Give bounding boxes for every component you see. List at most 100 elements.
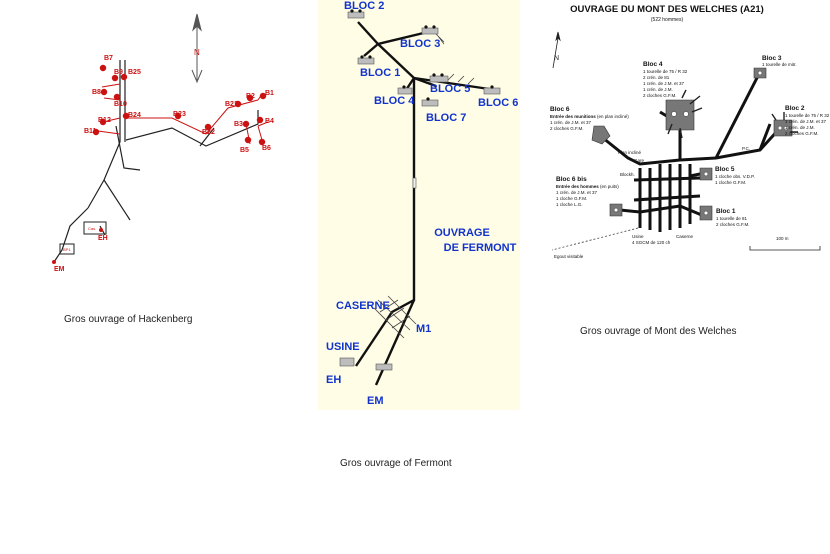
welches-bloc-4-line: 1 crén. de J.M. <box>643 87 673 92</box>
hackenberg-block-label: B6 <box>262 145 271 152</box>
welches-bloc-6-line: 2 cloches G.F.M. <box>550 126 584 131</box>
hackenberg-eh-marker <box>99 228 103 232</box>
fermont-bloc-5-label: BLOC 5 <box>430 83 470 95</box>
welches-caption: Gros ouvrage of Mont des Welches <box>580 326 737 337</box>
hackenberg-block-label: B11 <box>84 128 97 135</box>
fermont-bloc-7-label: BLOC 7 <box>426 112 466 124</box>
fermont-bloc-2-label: BLOC 2 <box>344 0 384 12</box>
hackenberg-block-label: B7 <box>104 55 113 62</box>
hackenberg-block-label: B24 <box>128 112 141 119</box>
hackenberg-caserne <box>83 221 107 235</box>
fermont-background <box>318 0 520 410</box>
hackenberg-em-marker <box>52 260 56 264</box>
welches-bloc-6-entry-rest: (en plan incliné) <box>596 114 630 119</box>
welches-cupolas <box>613 70 789 216</box>
welches-north-arrow-icon <box>552 31 561 69</box>
fermont-em-label: EM <box>367 395 384 407</box>
hackenberg-block-label: B21 <box>225 101 238 108</box>
hackenberg-block-label: B25 <box>128 69 141 76</box>
welches-crenels <box>667 89 798 139</box>
welches-caserne-label: Caserne <box>676 234 694 239</box>
welches-subtitle: (522 hommes) <box>651 17 684 23</box>
fermont-bloc-1-label: BLOC 1 <box>360 67 400 79</box>
welches-bloc-6bis-line: 1 cloche L.G. <box>556 202 583 207</box>
hackenberg-galleries <box>53 60 259 263</box>
welches-bloc-5-line: 1 cloche G.F.M. <box>715 180 746 185</box>
welches-gare-label: Gare <box>634 158 645 163</box>
north-arrow-icon <box>191 13 203 84</box>
welches-title: OUVRAGE DU MONT DES WELCHES (A21) <box>570 4 764 15</box>
welches-bloc-6bis-line: 1 cloche G.F.M. <box>556 196 587 201</box>
welches-pc-label: P.C. <box>742 146 750 151</box>
hackenberg-block-label: B2 <box>246 93 255 100</box>
welches-diagram: OUVRAGE DU MONT DES WELCHES (A21) (522 h… <box>550 4 830 259</box>
welches-scale-bar <box>749 246 821 251</box>
welches-blockh-label: Blockh. <box>620 172 635 177</box>
fermont-eh-label: EH <box>326 374 341 386</box>
welches-bloc-6bis-line: 1 crén. de J.M. et 37 <box>556 190 598 195</box>
welches-bloc-6-entry-bold: Entrée des munitions <box>550 114 596 119</box>
welches-bloc-1-line: 1 tourelle de 81 <box>716 216 748 221</box>
fermont-title-line-2: DE FERMONT <box>444 242 517 254</box>
welches-bloc-2-line: 1 crén. de J.M. <box>785 125 815 130</box>
welches-north-label: N <box>554 55 559 62</box>
fermont-cupola-dots <box>350 9 494 101</box>
fermont-bloc-3-label: BLOC 3 <box>400 38 440 50</box>
welches-bloc-6-line: 1 crén. de J.M. et 37 <box>550 120 592 125</box>
hackenberg-caption: Gros ouvrage of Hackenberg <box>64 314 193 325</box>
hackenberg-diagram: N B7 B9 B25 B8 B10 <box>52 13 274 273</box>
welches-bloc-1-name: Bloc 1 <box>716 208 736 215</box>
welches-bloc-3-line: 1 tourelle de mitr. <box>762 62 797 67</box>
welches-bloc-2-line: 1 tourelle de 75 / R 32 <box>785 113 830 118</box>
welches-bloc-4-line: 2 cloches G.F.M. <box>643 93 677 98</box>
welches-bloc-2-line: 2 cloches G.F.M. <box>785 131 819 136</box>
hackenberg-block-label: B4 <box>265 118 274 125</box>
welches-bloc-6bis-entry-bold: Entrée des hommes <box>556 184 599 189</box>
welches-bloc-6bis-entry-rest: (en puits) <box>599 184 620 189</box>
welches-plan-incline-label: Plan incliné <box>618 150 642 155</box>
welches-bloc-3-name: Bloc 3 <box>762 55 782 62</box>
fermont-diagram: BLOC 2 BLOC 3 BLOC 1 BLOC 4 BLOC 5 BLOC … <box>326 0 518 407</box>
welches-bloc-4-line: 1 crén. de J.M. et 37 <box>643 81 685 86</box>
welches-bloc-2-name: Bloc 2 <box>785 105 805 112</box>
welches-usine-label: Usine <box>632 234 644 239</box>
fermont-bloc-4-label: BLOC 4 <box>374 95 415 107</box>
fermont-title-line-1: OUVRAGE <box>434 227 490 239</box>
welches-scale-label: 100 m <box>776 236 789 241</box>
hackenberg-block-label: B1 <box>265 90 274 97</box>
welches-bloc-5-name: Bloc 5 <box>715 166 735 173</box>
welches-bloc-2-line: 1 crén. de J.M. et 37 <box>785 119 827 124</box>
welches-egout <box>551 227 639 251</box>
welches-bloc-4-line: 1 tourelle de 75 / R 32 <box>643 69 688 74</box>
welches-bloc-6bis-entry: Entrée des hommes (en puits) <box>556 184 619 189</box>
hackenberg-usine <box>59 243 75 255</box>
welches-caserne-grid <box>633 164 711 232</box>
hackenberg-block-label: B8 <box>92 89 101 96</box>
welches-bloc-4-line: 2 crén. de 81 <box>643 75 670 80</box>
fermont-caserne-label: CASERNE <box>336 300 390 312</box>
hackenberg-block-label: B3 <box>234 121 243 128</box>
hackenberg-caserne-label: Cas. <box>88 226 96 231</box>
fermont-usine-label: USINE <box>326 341 360 353</box>
welches-bloc-1-line: 2 cloches G.F.M. <box>716 222 750 227</box>
hackenberg-block-label: B5 <box>240 147 249 154</box>
hackenberg-block-label: B23 <box>173 111 186 118</box>
hackenberg-block-markers <box>92 64 267 146</box>
welches-bloc-5-line: 1 cloche obs. V.D.P. <box>715 174 755 179</box>
fermont-bloc-6-label: BLOC 6 <box>478 97 518 109</box>
fermont-galleries <box>355 21 497 386</box>
fermont-gallery-marker <box>412 177 417 189</box>
fermont-caption: Gros ouvrage of Fermont <box>340 458 452 469</box>
hackenberg-block-label: B12 <box>98 117 111 124</box>
hackenberg-entrance-eh: EH <box>98 235 108 242</box>
hackenberg-north-label: N <box>194 48 200 57</box>
hackenberg-usine-label: BP1 <box>63 247 71 252</box>
welches-bloc-4-name: Bloc 4 <box>643 61 663 68</box>
hackenberg-block-label: B10 <box>114 101 127 108</box>
welches-bloc-6-name: Bloc 6 <box>550 106 570 113</box>
hackenberg-block-label: B22 <box>202 129 215 136</box>
welches-usine-detail: 4 SGCM de 120 ch <box>632 240 671 245</box>
fermont-block-icons <box>339 11 501 371</box>
welches-egout-label: Egout visitable <box>554 254 584 259</box>
welches-bloc-6-entry: Entrée des munitions (en plan incliné) <box>550 114 629 119</box>
